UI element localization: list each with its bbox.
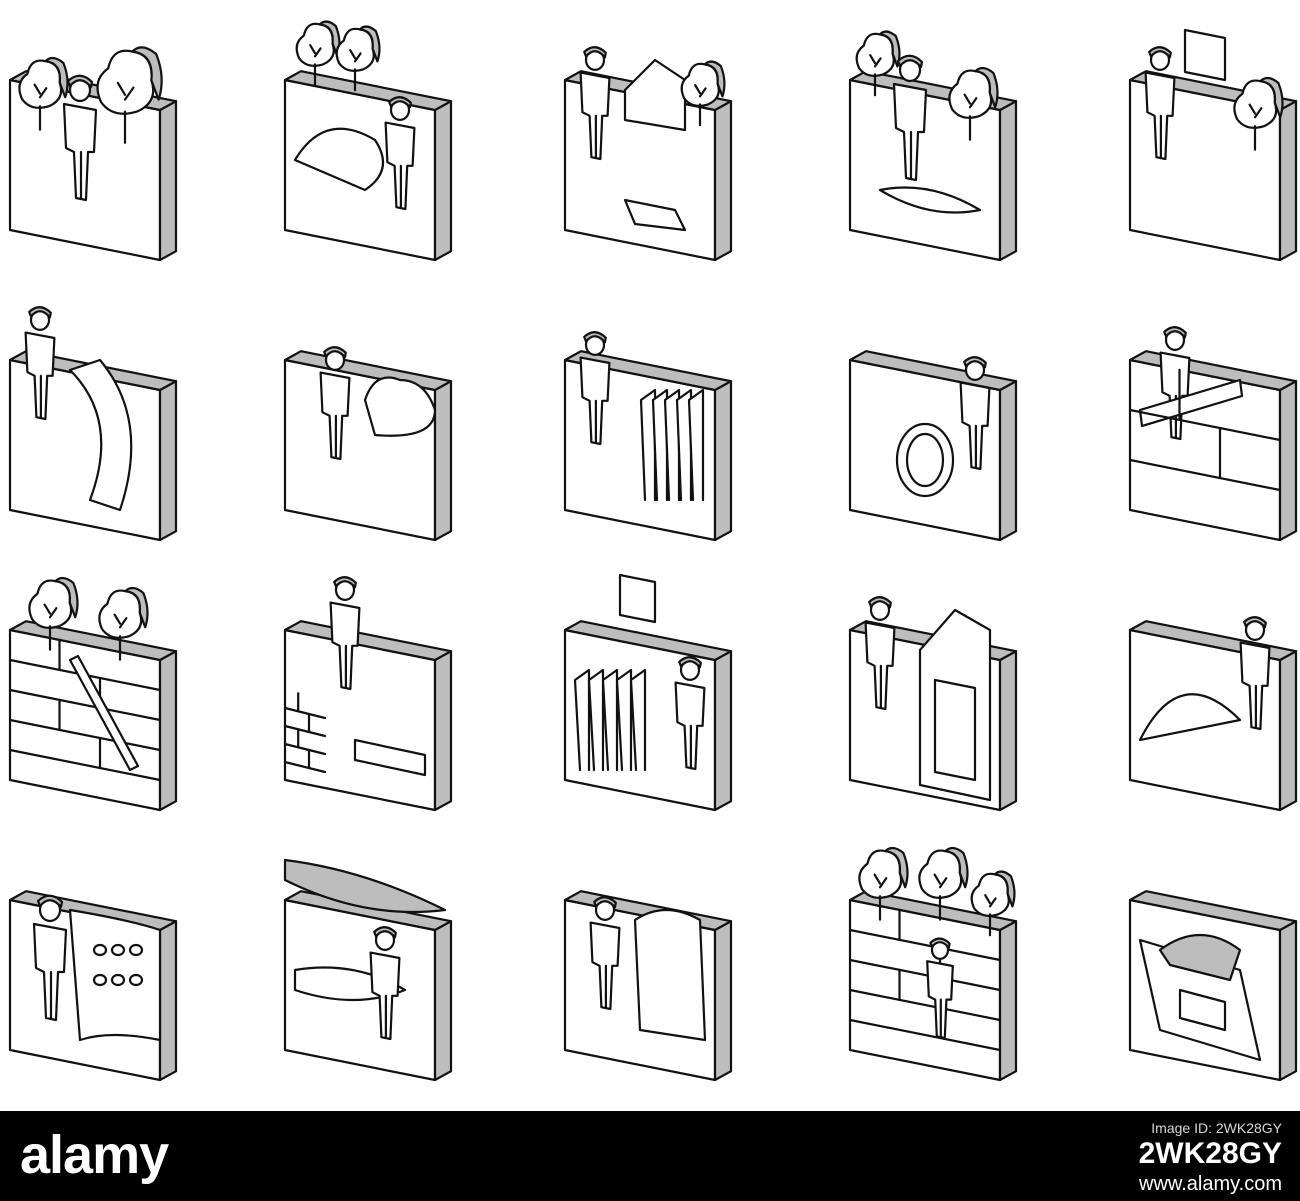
gardener-trees-fence-icon <box>8 46 178 262</box>
gardener-pond-icon <box>848 30 1018 262</box>
image-id-label: Image ID: 2WK28GY <box>1151 1120 1282 1136</box>
wooden-fence-repair-icon <box>1128 326 1298 542</box>
round-mirror-wall-icon <box>848 350 1018 542</box>
hedge-trimming-icon <box>283 346 453 542</box>
sand-pile-shovel-icon <box>1128 616 1298 812</box>
watermark-footer: alamy Image ID: 2WK28GY 2WK28GY www.alam… <box>0 1111 1300 1201</box>
hedge-clipping-brick-wall-icon <box>8 576 178 812</box>
gardener-laptop-tree-icon <box>1128 28 1298 262</box>
flower-garden-care-icon <box>563 573 733 812</box>
image-info: Image ID: 2WK28GY 2WK28GY www.alamy.com <box>1139 1119 1282 1197</box>
planting-plants-icon <box>563 331 733 542</box>
trash-container-icon <box>1128 890 1298 1082</box>
paving-stairs-icon <box>283 576 453 812</box>
brick-wall-bushes-icon <box>848 846 1018 1082</box>
icon-set-canvas <box>8 20 1298 1082</box>
gardener-flower-bed-icon <box>283 20 453 262</box>
tree-climber-icon <box>8 306 178 542</box>
garden-shed-icon <box>848 596 1018 812</box>
icon-grid <box>8 20 1298 1082</box>
boat-painting-icon <box>283 858 453 1082</box>
lawn-mower-house-icon <box>563 46 733 262</box>
alamy-logo[interactable]: alamy <box>20 1125 169 1185</box>
site-url[interactable]: www.alamy.com <box>1139 1173 1282 1195</box>
image-id: 2WK28GY <box>1138 1137 1282 1170</box>
rock-garden-icon <box>563 890 733 1082</box>
pebble-wall-icon <box>8 890 178 1082</box>
